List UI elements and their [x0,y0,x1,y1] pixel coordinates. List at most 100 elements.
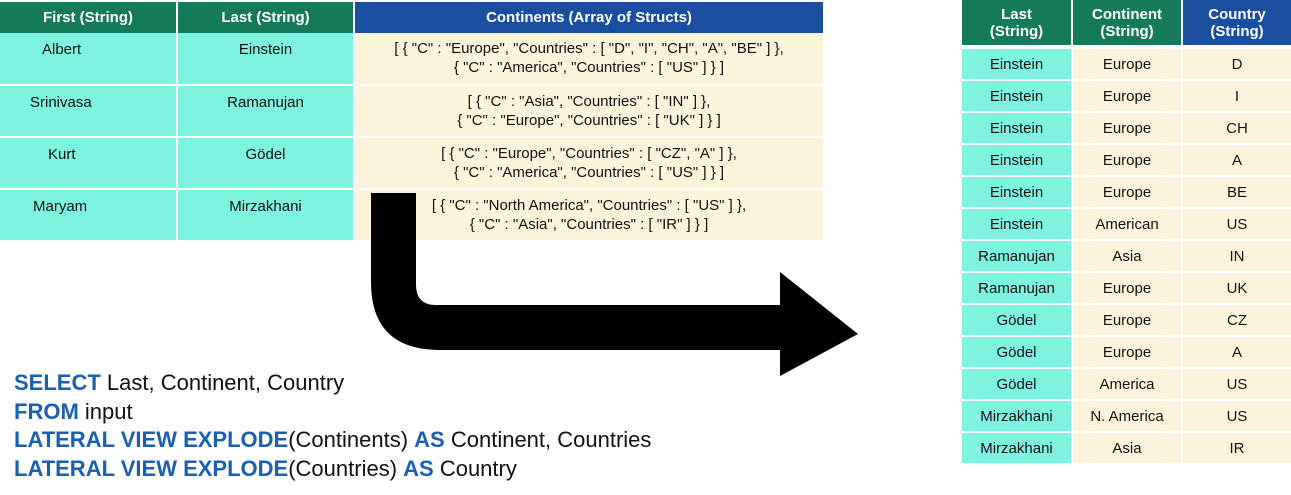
cell-last: Gödel [177,137,355,190]
output-table: Last(String) Continent(String) Country(S… [962,0,1291,465]
cell-continent: Europe [1072,336,1183,369]
table-row: Srinivasa Ramanujan [ { "C" : "Asia", "C… [0,85,823,138]
cell-country: UK [1182,272,1291,305]
sql-keyword: FROM [14,398,79,424]
cell-continents: [ { "C" : "North America", "Countries" :… [354,189,823,242]
sql-keyword: LATERAL VIEW EXPLODE [14,455,289,481]
query-line: LATERAL VIEW EXPLODE(Countries) AS Count… [14,455,517,481]
arrow-shape [371,193,858,376]
continents-line: { "C" : "America", "Countries" : [ "US" … [453,164,725,181]
cell-continent: American [1072,208,1183,241]
cell-continent: America [1072,368,1183,401]
cell-country: BE [1182,176,1291,209]
continents-line: [ { "C" : "Asia", "Countries" : [ "IN" ]… [467,93,711,110]
input-header-continents: Continents (Array of Structs) [354,2,823,33]
sql-keyword: LATERAL VIEW EXPLODE [14,427,289,452]
table-row: Kurt Gödel [ { "C" : "Europe", "Countrie… [0,137,823,190]
continents-line: [ { "C" : "North America", "Countries" :… [431,197,747,214]
output-header-continent: Continent(String) [1072,0,1183,49]
query-line: LATERAL VIEW EXPLODE(Continents) AS Cont… [14,427,652,452]
input-header-row: First (String) Last (String) Continents … [0,2,823,33]
cell-last: Gödel [962,368,1073,401]
cell-last: Einstein [962,112,1073,145]
output-header-row: Last(String) Continent(String) Country(S… [962,0,1291,49]
cell-last: Einstein [962,208,1073,241]
continents-line: { "C" : "Asia", "Countries" : [ "IR" ] }… [469,216,709,233]
cell-continent: Europe [1072,176,1183,209]
cell-continent: Europe [1072,304,1183,337]
cell-last: Gödel [962,304,1073,337]
continents-line: { "C" : "America", "Countries" : [ "US" … [453,59,725,76]
cell-country: US [1182,368,1291,401]
cell-last: Einstein [177,33,355,86]
sql-query: SELECT Last, Continent, Country FROM inp… [14,369,651,483]
cell-continent: N. America [1072,400,1183,433]
query-line: FROM input [14,398,133,424]
input-header-first: First (String) [0,2,178,33]
sql-keyword: AS [414,427,445,452]
cell-last: Einstein [962,80,1073,113]
table-row: Maryam Mirzakhani [ { "C" : "North Ameri… [0,189,823,242]
cell-first: Albert [0,33,178,86]
cell-continent: Asia [1072,432,1183,465]
cell-continent: Europe [1072,80,1183,113]
sql-keyword: SELECT [14,370,101,395]
cell-country: US [1182,208,1291,241]
cell-continents: [ { "C" : "Asia", "Countries" : [ "IN" ]… [354,85,823,138]
cell-last: Mirzakhani [962,400,1073,433]
cell-continents: [ { "C" : "Europe", "Countries" : [ "D",… [354,33,823,86]
continents-line: { "C" : "Europe", "Countries" : [ "UK" ]… [457,112,721,129]
query-line: SELECT Last, Continent, Country [14,370,345,395]
cell-continents: [ { "C" : "Europe", "Countries" : [ "CZ"… [354,137,823,190]
cell-country: D [1182,47,1291,81]
cell-continent: Europe [1072,144,1183,177]
cell-country: IR [1182,432,1291,465]
cell-continent: Asia [1072,240,1183,273]
cell-last: Ramanujan [962,240,1073,273]
output-header-last: Last(String) [962,0,1073,49]
cell-first: Kurt [0,137,178,190]
continents-line: [ { "C" : "Europe", "Countries" : [ "CZ"… [441,145,737,162]
cell-country: A [1182,336,1291,369]
input-table: First (String) Last (String) Continents … [0,2,823,242]
sql-keyword: AS [403,455,434,481]
cell-last: Mirzakhani [962,432,1073,465]
cell-last: Einstein [962,47,1073,81]
cell-country: I [1182,80,1291,113]
continents-line: [ { "C" : "Europe", "Countries" : [ "D",… [394,40,784,57]
cell-last: Ramanujan [962,272,1073,305]
cell-country: US [1182,400,1291,433]
cell-continent: Europe [1072,112,1183,145]
cell-country: CH [1182,112,1291,145]
cell-country: IN [1182,240,1291,273]
table-row: Albert Einstein [ { "C" : "Europe", "Cou… [0,33,823,86]
cell-last: Einstein [962,144,1073,177]
cell-first: Maryam [0,189,178,242]
cell-country: CZ [1182,304,1291,337]
cell-continent: Europe [1072,272,1183,305]
cell-first: Srinivasa [0,85,178,138]
output-header-country: Country(String) [1182,0,1291,49]
cell-country: A [1182,144,1291,177]
cell-last: Ramanujan [177,85,355,138]
cell-continent: Europe [1072,47,1183,81]
input-header-last: Last (String) [177,2,355,33]
cell-last: Mirzakhani [177,189,355,242]
cell-last: Einstein [962,176,1073,209]
cell-last: Gödel [962,336,1073,369]
